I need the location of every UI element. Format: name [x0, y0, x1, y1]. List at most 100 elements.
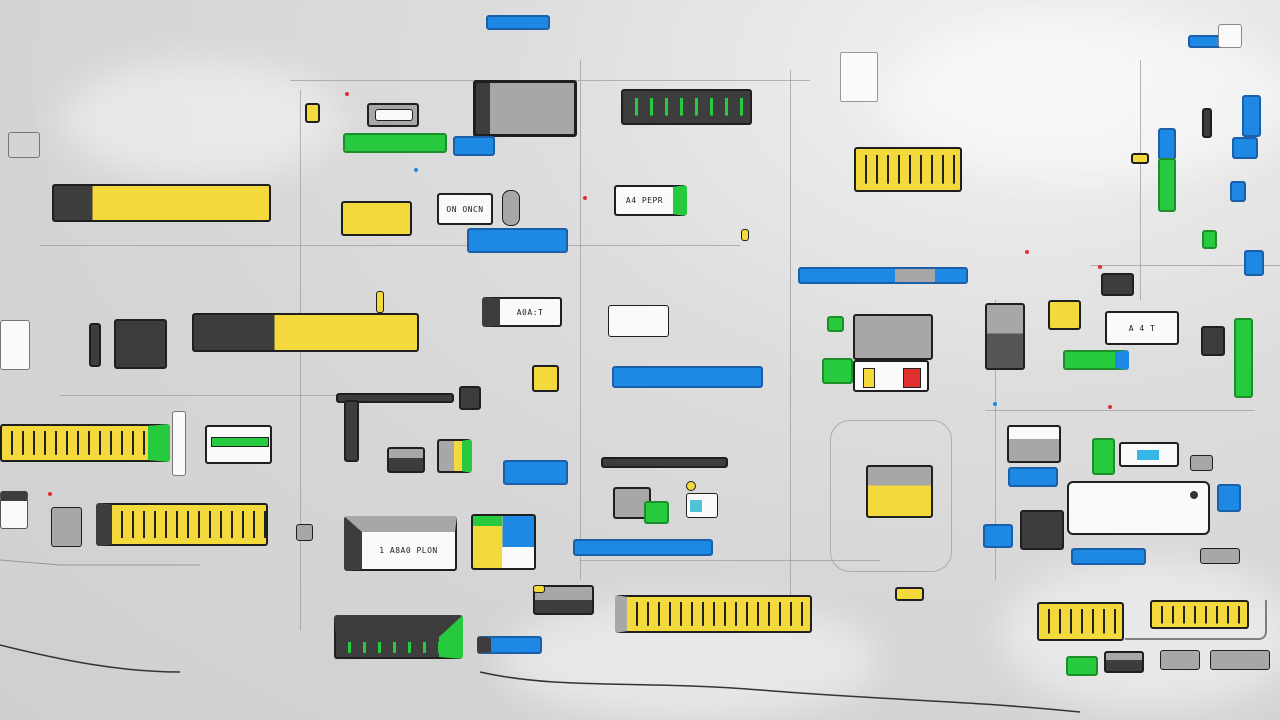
- small-window[interactable]: [686, 493, 718, 518]
- gray-block[interactable]: [1210, 650, 1270, 670]
- red-dot: [583, 196, 587, 200]
- speech-bubble[interactable]: [608, 305, 669, 337]
- switch-panel[interactable]: [205, 425, 272, 464]
- blue-bar[interactable]: [486, 15, 550, 30]
- yellow-square[interactable]: [532, 365, 559, 392]
- gray-block[interactable]: [1160, 650, 1200, 670]
- panel-knob: [1190, 491, 1198, 499]
- blue-bar[interactable]: [1008, 467, 1058, 487]
- black-strip[interactable]: [601, 457, 728, 468]
- green-bar[interactable]: [343, 133, 447, 153]
- gray-square[interactable]: [51, 507, 82, 547]
- outline-tall-box[interactable]: [172, 411, 186, 476]
- yellow-mini[interactable]: [741, 229, 749, 241]
- stacked-module[interactable]: [437, 439, 472, 473]
- yellow-pin[interactable]: [376, 291, 384, 313]
- blue-bar[interactable]: [453, 136, 495, 156]
- yellow-ruler[interactable]: [1037, 602, 1124, 641]
- blue-long-bar[interactable]: [612, 366, 763, 388]
- status-window[interactable]: [1119, 442, 1179, 467]
- black-pillar[interactable]: [89, 323, 101, 367]
- yellow-mini[interactable]: [533, 585, 545, 593]
- blue-square[interactable]: [983, 524, 1013, 548]
- green-tall[interactable]: [1092, 438, 1115, 475]
- yellow-block[interactable]: [341, 201, 412, 236]
- yellow-small[interactable]: [895, 587, 924, 601]
- label-chip-a[interactable]: A4 PEPR: [614, 185, 687, 216]
- gray-panel[interactable]: [367, 103, 419, 127]
- yellow-ruler[interactable]: [854, 147, 962, 192]
- yellow-ruler[interactable]: [615, 595, 812, 633]
- gray-plug[interactable]: [296, 524, 313, 541]
- black-panel[interactable]: [114, 319, 167, 369]
- yellow-dark-ruler[interactable]: [52, 184, 271, 222]
- yellow-folder[interactable]: [1048, 300, 1081, 330]
- switch-cluster[interactable]: [1007, 425, 1061, 463]
- dark-gray-device[interactable]: [473, 80, 577, 137]
- yellow-base-unit[interactable]: [866, 465, 933, 518]
- label-chip-b[interactable]: ON ONCN: [437, 193, 493, 225]
- blue-bar[interactable]: [467, 228, 568, 253]
- gray-screen[interactable]: [853, 314, 933, 360]
- green-square[interactable]: [827, 316, 844, 332]
- white-tile[interactable]: [1218, 24, 1242, 48]
- yellow-ruler[interactable]: [1150, 600, 1249, 629]
- white-tile[interactable]: [840, 52, 878, 102]
- white-panel-large[interactable]: [1067, 481, 1210, 535]
- gray-tower[interactable]: [985, 303, 1025, 370]
- quad-panel[interactable]: [471, 514, 536, 570]
- dark-connector[interactable]: [1020, 510, 1064, 550]
- bracket-arm[interactable]: [336, 393, 454, 403]
- gray-knob[interactable]: [502, 190, 520, 226]
- yellow-square[interactable]: [1131, 153, 1149, 164]
- dark-cap[interactable]: [459, 386, 481, 410]
- gray-block[interactable]: [1200, 548, 1240, 564]
- green-square[interactable]: [1202, 230, 1217, 249]
- bracket-post[interactable]: [344, 400, 359, 462]
- green-block[interactable]: [822, 358, 853, 384]
- blue-vertical[interactable]: [1242, 95, 1261, 137]
- connector-line: [995, 300, 996, 580]
- outline-box[interactable]: [8, 132, 40, 158]
- label-chip-d[interactable]: 1 A8A0 PLON: [344, 516, 457, 571]
- yellow-ruler[interactable]: [0, 424, 170, 462]
- yellow-ruler[interactable]: [96, 503, 268, 546]
- yellow-dot[interactable]: [686, 481, 696, 491]
- blue-square[interactable]: [1230, 181, 1246, 202]
- module-yellow-band: [454, 441, 462, 471]
- label-chip-e[interactable]: A 4 T: [1105, 311, 1179, 345]
- gray-module[interactable]: [387, 447, 425, 473]
- blue-square[interactable]: [1244, 250, 1264, 276]
- dark-chip[interactable]: [1104, 651, 1144, 673]
- dark-chip[interactable]: [1101, 273, 1134, 296]
- blue-long-bar[interactable]: [573, 539, 713, 556]
- dark-yellow-bar[interactable]: [192, 313, 419, 352]
- blue-bar[interactable]: [1071, 548, 1146, 565]
- green-vertical[interactable]: [1158, 158, 1176, 212]
- blue-bar[interactable]: [477, 636, 542, 654]
- green-square[interactable]: [1066, 656, 1098, 676]
- yellow-square[interactable]: [305, 103, 320, 123]
- black-chip[interactable]: [1201, 326, 1225, 356]
- green-bar[interactable]: [1063, 350, 1129, 370]
- white-slot: [375, 109, 413, 121]
- label-chip-c[interactable]: A0A:T: [482, 297, 562, 327]
- gray-block[interactable]: [1190, 455, 1213, 471]
- green-vertical[interactable]: [1234, 318, 1253, 398]
- indicator-strip[interactable]: [853, 360, 929, 392]
- connector-line: [1090, 265, 1280, 266]
- cyan-pane: [690, 500, 702, 512]
- blue-bar[interactable]: [503, 460, 568, 485]
- green-square[interactable]: [644, 501, 669, 524]
- dark-base-unit[interactable]: [334, 615, 463, 659]
- outline-box[interactable]: [0, 491, 28, 529]
- blue-dot: [993, 402, 997, 406]
- blue-long-bar[interactable]: [798, 267, 968, 284]
- connector-line: [1125, 600, 1267, 640]
- black-led-bar[interactable]: [621, 89, 752, 125]
- outline-box[interactable]: [0, 320, 30, 370]
- blue-block[interactable]: [1232, 137, 1258, 159]
- blue-vertical[interactable]: [1158, 128, 1176, 160]
- blue-square[interactable]: [1217, 484, 1241, 512]
- black-stub[interactable]: [1202, 108, 1212, 138]
